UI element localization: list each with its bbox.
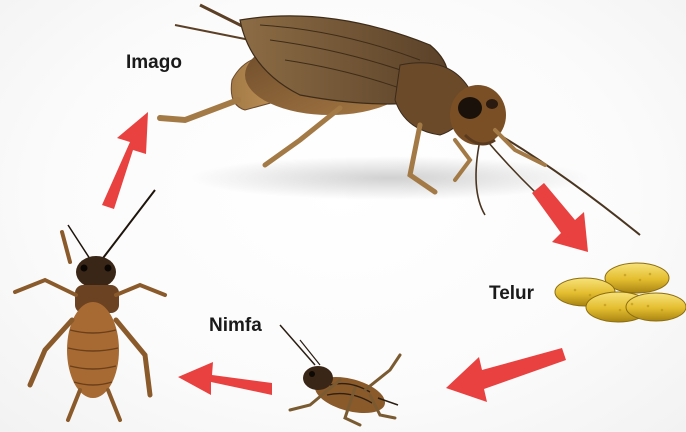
cricket-egg-icon xyxy=(555,263,686,322)
stage-label-telur: Telur xyxy=(489,283,534,305)
stage-label-nimfa: Nimfa xyxy=(209,315,262,337)
stage-label-imago: Imago xyxy=(126,52,182,74)
cricket-nymph-icon xyxy=(280,325,400,425)
cricket-young-adult-icon xyxy=(15,190,165,420)
cricket-adult-icon xyxy=(160,5,640,235)
cycle-arrow-icon xyxy=(102,112,588,402)
